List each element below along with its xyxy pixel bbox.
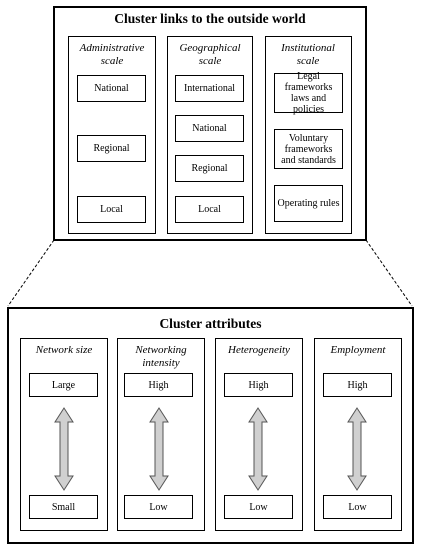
- double-arrow-network-size: [54, 407, 74, 491]
- admin-regional-box: Regional: [77, 135, 146, 162]
- double-arrow-employment: [347, 407, 367, 491]
- cluster-attributes-panel: [7, 307, 414, 544]
- heterogeneity-low-box: Low: [224, 495, 293, 519]
- institutional-voluntary-box: Voluntary frameworks and standards: [274, 129, 343, 169]
- heterogeneity-heading: Heterogeneity: [228, 344, 290, 356]
- double-arrow-networking-intensity: [149, 407, 169, 491]
- network-size-high-box: Large: [29, 373, 98, 397]
- employment-low-box: Low: [323, 495, 392, 519]
- geo-regional-box: Regional: [175, 155, 244, 182]
- admin-local-box: Local: [77, 196, 146, 223]
- networking-intensity-low-box: Low: [124, 495, 193, 519]
- double-arrow-heterogeneity: [248, 407, 268, 491]
- network-size-heading: Network size: [35, 344, 93, 356]
- institutional-scale-heading: Institutional scale: [281, 42, 335, 67]
- geographical-scale-heading: Geographical scale: [179, 42, 241, 67]
- employment-column: [314, 338, 402, 531]
- outside-links-title: Cluster links to the outside world: [114, 11, 306, 26]
- network-size-column: [20, 338, 108, 531]
- left-dashed-connector: [7, 239, 55, 307]
- geographical-scale-column: [167, 36, 253, 234]
- networking-intensity-heading: Networking intensity: [135, 344, 187, 369]
- geo-local-box: Local: [175, 196, 244, 223]
- heterogeneity-column: [215, 338, 303, 531]
- network-size-low-box: Small: [29, 495, 98, 519]
- institutional-operating-box: Operating rules: [274, 185, 343, 222]
- cluster-attributes-title: Cluster attributes: [159, 316, 262, 331]
- networking-intensity-column: [117, 338, 205, 531]
- geo-international-box: International: [175, 75, 244, 102]
- administrative-scale-heading: Administrative scale: [79, 42, 145, 67]
- right-dashed-connector: [365, 239, 413, 307]
- employment-heading: Employment: [330, 344, 386, 356]
- networking-intensity-high-box: High: [124, 373, 193, 397]
- heterogeneity-high-box: High: [224, 373, 293, 397]
- geo-national-box: National: [175, 115, 244, 142]
- administrative-scale-column: [68, 36, 156, 234]
- institutional-legal-box: Legal frameworks laws and policies: [274, 71, 343, 115]
- institutional-scale-column: [265, 36, 352, 234]
- admin-national-box: National: [77, 75, 146, 102]
- outside-links-panel: [53, 6, 367, 241]
- employment-high-box: High: [323, 373, 392, 397]
